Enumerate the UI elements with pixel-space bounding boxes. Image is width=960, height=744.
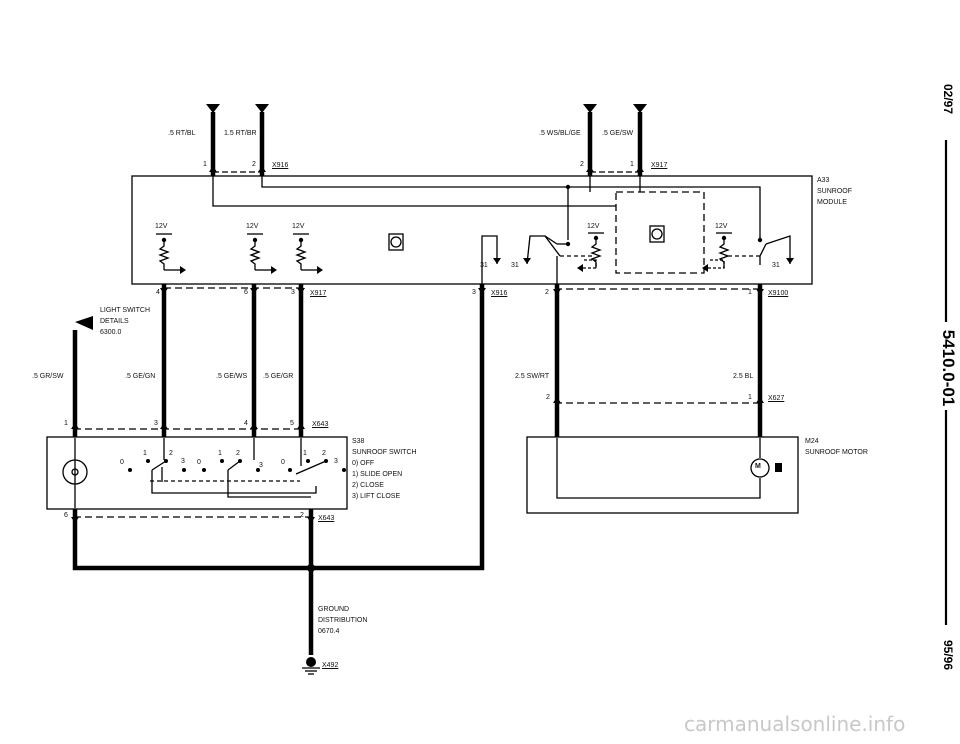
x917-pin-2: 2	[580, 161, 584, 168]
wire-label-ge-gn: .5 GE/GN	[125, 373, 156, 380]
ground-dist-line-1: GROUND	[318, 606, 350, 613]
switch-position-2: 2) CLOSE	[352, 482, 384, 489]
watermark: carmanualsonline.info	[684, 712, 906, 736]
module-relay-dashed-box	[615, 191, 705, 274]
x643-pin-6: 6	[64, 512, 68, 519]
x917-bottom-label: X917	[310, 290, 327, 297]
motor-symbol: M	[755, 463, 761, 470]
sw-b-0: 0	[197, 459, 201, 466]
x627-pin-2: 2	[546, 394, 550, 401]
sunroof-module-box	[131, 175, 813, 285]
sunroof-motor-box	[526, 436, 799, 514]
voltage-label-3: 12V	[292, 223, 305, 230]
motor-id: M24	[805, 438, 819, 445]
sunroof-motor-label: M24 SUNROOF MOTOR	[805, 436, 868, 458]
voltage-label-5: 12V	[715, 223, 728, 230]
date-code: 02/97	[941, 83, 955, 115]
x643-bottom-label: X643	[318, 515, 335, 522]
x9100-pin-1: 1	[748, 289, 752, 296]
x627-pin-1: 1	[748, 394, 752, 401]
wire-label-rt-bl: .5 RT/BL	[168, 130, 196, 137]
ground-distribution: GROUND DISTRIBUTION 0670.4	[318, 604, 367, 637]
sw-c-3: 3	[334, 458, 338, 465]
wire-label-gr-sw: .5 GR/SW	[32, 373, 64, 380]
x916-bottom-label: X916	[491, 290, 508, 297]
ground-label-3: 31	[772, 262, 780, 269]
sw-b-2: 2	[236, 450, 240, 457]
sw-a-1: 1	[143, 450, 147, 457]
x917-pin-6: 6	[244, 289, 248, 296]
x917-pin-4: 4	[156, 289, 160, 296]
ground-dist-line-2: DISTRIBUTION	[318, 617, 368, 624]
light-switch-details: LIGHT SWITCH DETAILS 6300.0	[100, 305, 150, 338]
x492-label: X492	[322, 662, 339, 669]
switch-id: S38	[352, 438, 365, 445]
sw-a-3: 3	[181, 458, 185, 465]
light-switch-line-3: 6300.0	[100, 329, 122, 336]
doc-number: 5410.0-01	[939, 329, 958, 407]
switch-position-3: 3) LIFT CLOSE	[352, 493, 401, 500]
x643-pin-3: 3	[154, 420, 158, 427]
page-code: 95/96	[941, 639, 955, 671]
switch-position-0: 0) OFF	[352, 460, 375, 467]
ground-label-2: 31	[511, 262, 519, 269]
sw-b-1: 1	[218, 450, 222, 457]
module-name-line-1: SUNROOF	[817, 188, 852, 195]
x643-pin-2: 2	[300, 512, 304, 519]
voltage-label-4: 12V	[587, 223, 600, 230]
x9100-label: X9100	[768, 290, 789, 297]
ground-label-1: 31	[480, 262, 488, 269]
x916-pin-3: 3	[472, 289, 476, 296]
sw-c-2: 2	[322, 450, 326, 457]
light-switch-line-1: LIGHT SWITCH	[100, 307, 151, 314]
wire-label-sw-rt: 2.5 SW/RT	[515, 373, 550, 380]
x917-pin-3: 3	[291, 289, 295, 296]
wire-label-ws-bl-ge: .5 WS/BL/GE	[539, 130, 581, 137]
x643-pin-1: 1	[64, 420, 68, 427]
x627-label: X627	[768, 395, 785, 402]
sw-c-0: 0	[281, 459, 285, 466]
ground-dist-line-3: 0670.4	[318, 628, 340, 635]
sw-a-2: 2	[169, 450, 173, 457]
x916-pin-2: 2	[252, 161, 256, 168]
voltage-label-2: 12V	[246, 223, 259, 230]
switch-name: SUNROOF SWITCH	[352, 449, 417, 456]
x917-pin-1: 1	[630, 161, 634, 168]
sunroof-switch-label: S38 SUNROOF SWITCH 0) OFF 1) SLIDE OPEN …	[352, 436, 417, 502]
wire-label-rt-br: 1.5 RT/BR	[224, 130, 257, 137]
module-label: A33 SUNROOF MODULE	[817, 175, 852, 208]
voltage-label-1: 12V	[155, 223, 168, 230]
x9100-pin-2: 2	[545, 289, 549, 296]
sw-b-3: 3	[259, 462, 263, 469]
x917-top-label: X917	[651, 162, 668, 169]
module-name-line-2: MODULE	[817, 199, 847, 206]
motor-name: SUNROOF MOTOR	[805, 449, 868, 456]
module-id: A33	[817, 177, 830, 184]
wire-label-bl: 2.5 BL	[733, 373, 754, 380]
x916-pin-1: 1	[203, 161, 207, 168]
x916-top-label: X916	[272, 162, 289, 169]
x643-pin-4: 4	[244, 420, 248, 427]
switch-position-1: 1) SLIDE OPEN	[352, 471, 403, 478]
x643-top-label: X643	[312, 421, 329, 428]
light-switch-line-2: DETAILS	[100, 318, 129, 325]
wire-label-ge-sw: .5 GE/SW	[602, 130, 634, 137]
x643-pin-5: 5	[290, 420, 294, 427]
wire-label-ge-ws: .5 GE/WS	[216, 373, 248, 380]
wire-label-ge-gr: .5 GE/GR	[263, 373, 294, 380]
sw-a-0: 0	[120, 459, 124, 466]
sw-c-1: 1	[303, 450, 307, 457]
sunroof-switch-box	[46, 436, 348, 510]
